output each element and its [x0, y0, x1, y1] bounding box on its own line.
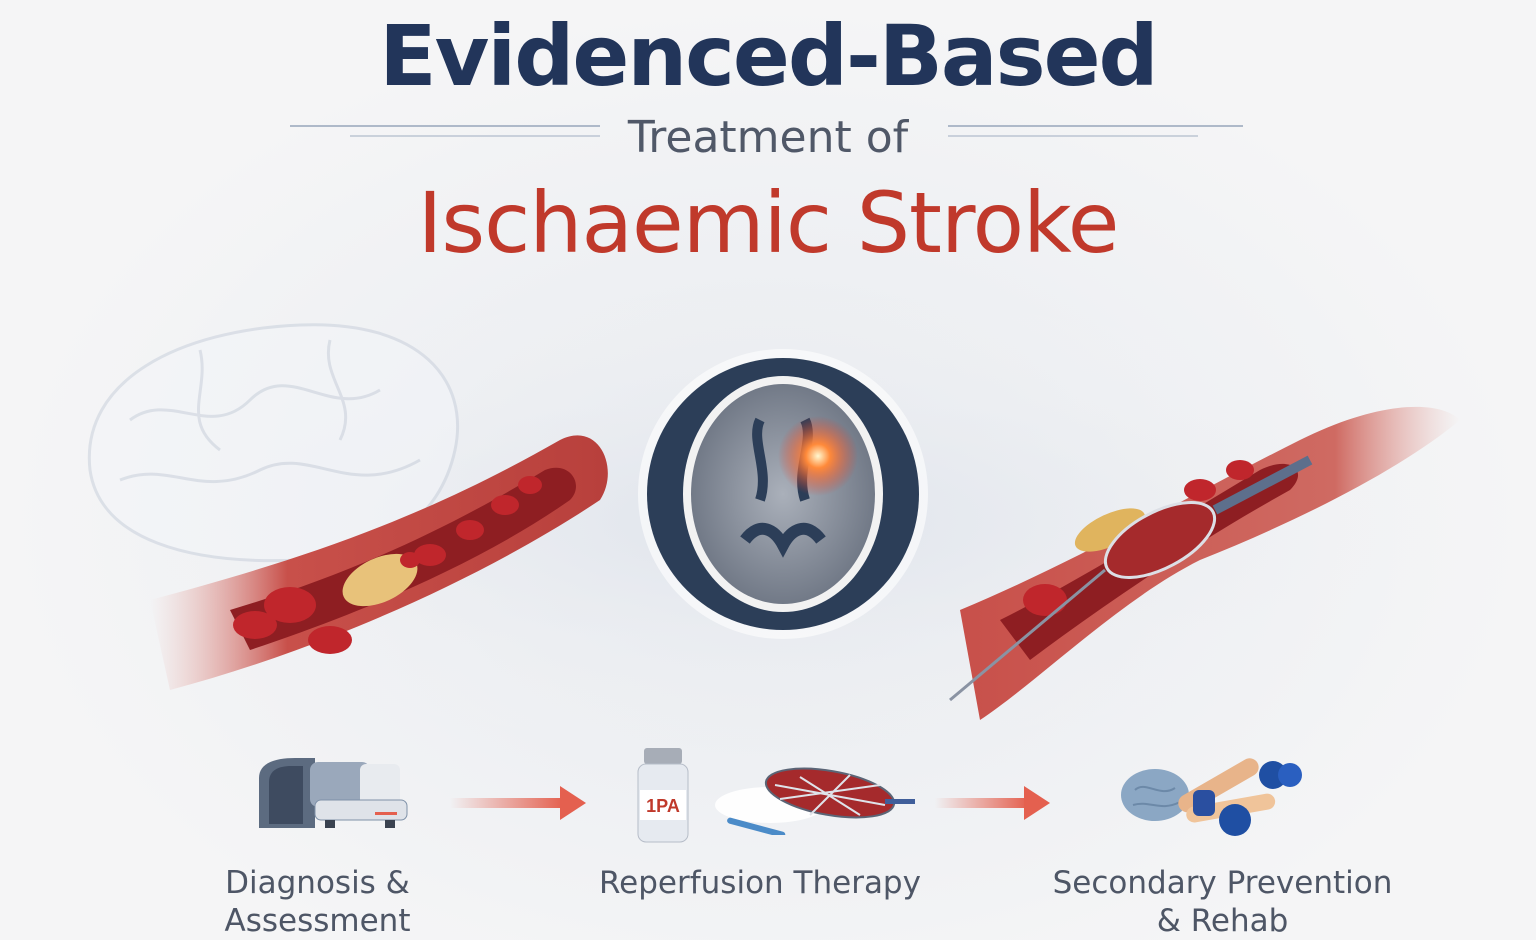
left-vessel-icon — [150, 435, 608, 690]
step-arrow-1 — [450, 786, 586, 820]
arrow-right-icon — [560, 786, 586, 820]
tpa-vial-icon: 1PA — [636, 748, 691, 843]
step-label-line: Reperfusion Therapy — [599, 865, 921, 901]
vial-label: 1PA — [646, 796, 680, 816]
step-label-line: Assessment — [224, 903, 411, 939]
rehab-brain-limbs-icon — [1115, 750, 1310, 845]
divider-left-bottom — [350, 135, 600, 137]
step-label-reperfusion: Reperfusion Therapy — [580, 864, 940, 902]
divider-right-bottom — [948, 135, 1198, 137]
stent-retriever-icon — [700, 755, 920, 838]
title-sub: Treatment of — [627, 112, 909, 163]
step-label-line: Secondary Prevention — [1052, 865, 1393, 901]
step-label-diagnosis: Diagnosis & Assessment — [200, 864, 435, 940]
step-label-line: Diagnosis & — [225, 865, 410, 901]
brain-outline-icon — [87, 323, 460, 563]
illustration-scene — [0, 290, 1536, 750]
title-main: Evidenced-Based — [379, 7, 1158, 105]
right-vessel-icon — [949, 406, 1460, 720]
step-label-prevention: Secondary Prevention & Rehab — [1030, 864, 1415, 940]
step-arrow-2 — [935, 786, 1050, 820]
anatomy-illustration — [48, 290, 1488, 750]
step-label-line: & Rehab — [1156, 903, 1289, 939]
ct-scanner-icon — [255, 758, 410, 838]
arrow-right-icon — [1024, 786, 1050, 820]
ct-scan-icon — [638, 349, 928, 639]
divider-right-top — [948, 125, 1243, 127]
title-accent: Ischaemic Stroke — [417, 174, 1120, 272]
divider-left-top — [290, 125, 600, 127]
